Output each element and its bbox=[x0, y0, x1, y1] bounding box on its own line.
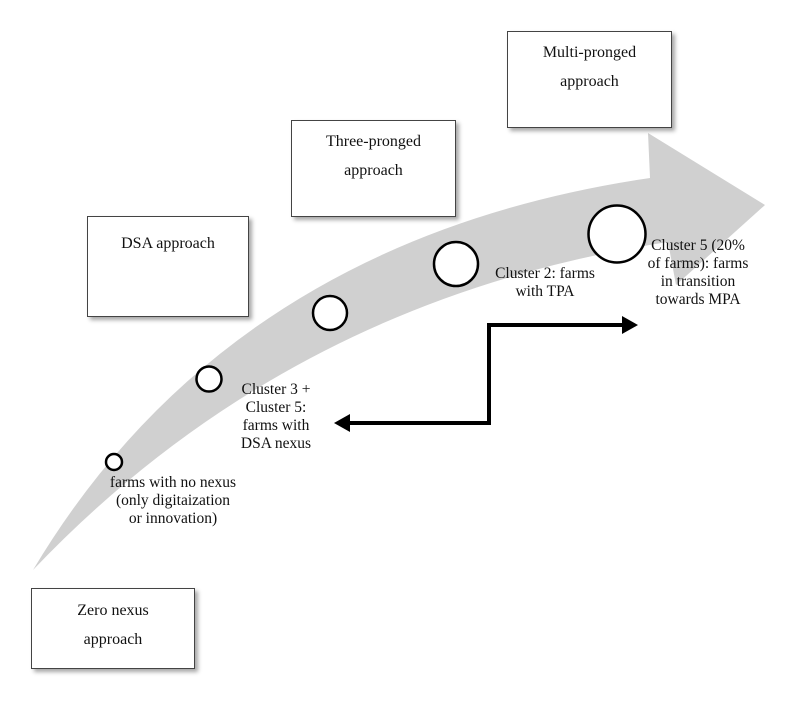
stage-label-dsa: DSA approach bbox=[121, 235, 215, 252]
cluster-label-no-nexus: farms with no nexus (only digitaization … bbox=[109, 474, 237, 527]
stage-label-zero-nexus: Zero nexus approach bbox=[77, 602, 149, 648]
connector-arrowhead-left bbox=[334, 414, 350, 432]
stage-circle-3 bbox=[311, 294, 349, 332]
cluster-label-mpa: Cluster 5 (20% of farms): farms in trans… bbox=[647, 237, 749, 308]
stage-circle-5 bbox=[587, 204, 647, 264]
cluster-connector-line bbox=[348, 323, 622, 425]
progression-arrow bbox=[33, 133, 765, 570]
stage-label-three-pronged: Three-pronged approach bbox=[325, 133, 422, 179]
stage-box-multi-pronged: Multi-pronged approach bbox=[507, 31, 672, 128]
stage-circle-2 bbox=[195, 365, 223, 393]
stage-circle-1 bbox=[104, 452, 124, 472]
stage-circle-4 bbox=[432, 240, 480, 288]
cluster-label-tpa: Cluster 2: farms with TPA bbox=[495, 265, 595, 300]
cluster-label-dsa-nexus: Cluster 3 + Cluster 5: farms with DSA ne… bbox=[240, 381, 312, 452]
connector-arrowhead-right bbox=[622, 316, 638, 334]
stage-box-dsa: DSA approach bbox=[87, 216, 249, 317]
stage-box-zero-nexus: Zero nexus approach bbox=[31, 588, 195, 669]
stage-label-multi-pronged: Multi-pronged approach bbox=[542, 44, 637, 90]
stage-box-three-pronged: Three-pronged approach bbox=[291, 120, 456, 217]
